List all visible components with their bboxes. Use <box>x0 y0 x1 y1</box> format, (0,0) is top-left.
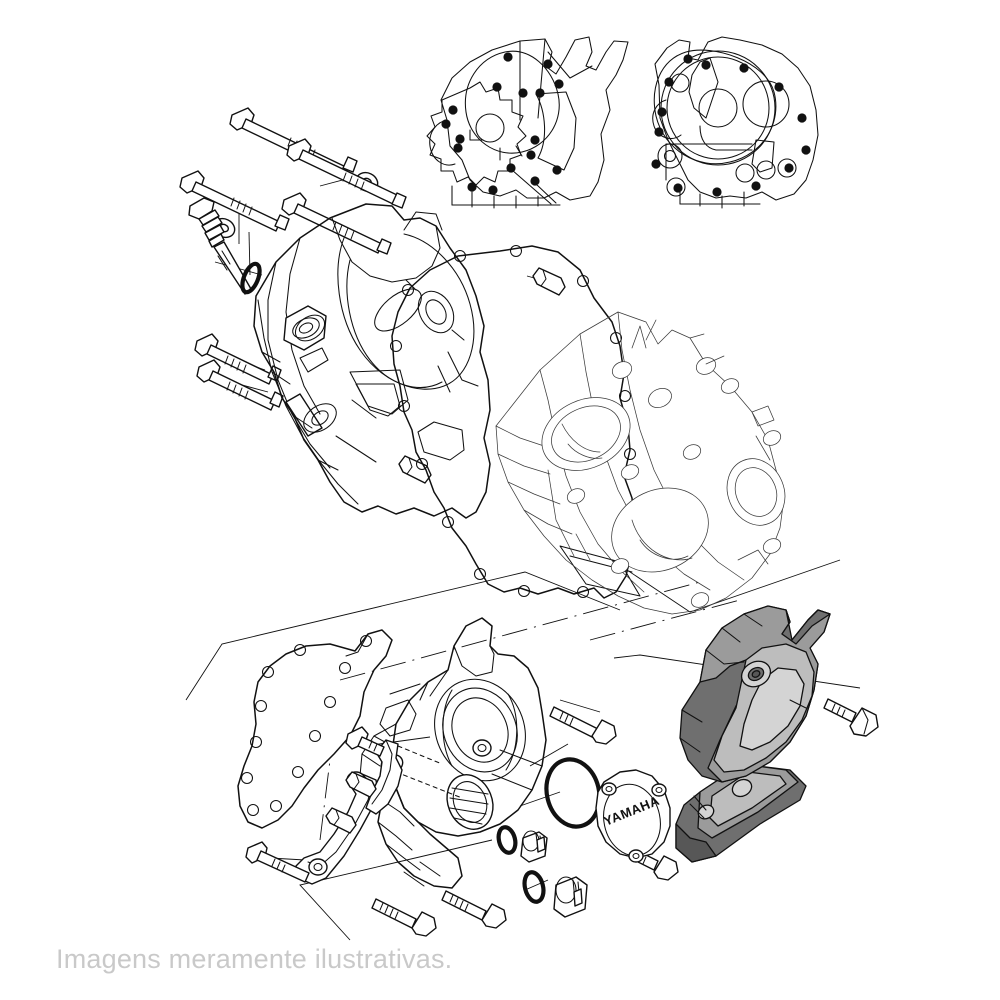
part-dowel-1 <box>532 267 566 296</box>
group-cover-guard <box>675 605 879 863</box>
part-plug-1 <box>520 830 548 863</box>
part-guard-bolt <box>823 698 879 737</box>
part-oring-gauge <box>240 261 262 295</box>
part-bolt-3 <box>286 138 407 209</box>
part-clip <box>365 739 403 815</box>
group-crankcase-body <box>495 311 786 615</box>
part-bolt-9 <box>549 706 617 745</box>
part-clutch-cover <box>253 203 491 519</box>
part-bolt-8 <box>441 890 507 929</box>
part-bolt-4 <box>281 192 392 255</box>
part-dowel-4 <box>325 807 357 834</box>
group-ref-case-left <box>426 36 629 209</box>
watermark-text: Imagens meramente ilustrativas. <box>56 944 453 974</box>
part-bolt-2 <box>179 170 290 232</box>
part-gen-gasket <box>237 629 393 829</box>
group-generator-cover-assembly: YAMAHA <box>237 617 679 937</box>
part-gen-cover <box>359 617 547 889</box>
bolt-location-dots-left <box>441 52 564 195</box>
part-dowel-3 <box>345 771 377 798</box>
bolt-location-dots-right <box>651 54 811 197</box>
group-clutch-cover-assembly <box>179 107 641 599</box>
part-oring-small-1 <box>496 825 518 855</box>
part-guide-screw <box>245 841 310 883</box>
group-leader-lines <box>185 177 861 941</box>
part-bolt-6 <box>196 359 284 411</box>
part-clip-bolt <box>345 726 385 757</box>
part-plug-2 <box>553 876 588 918</box>
part-oring-large <box>544 757 602 829</box>
part-bolt-5 <box>194 333 282 385</box>
part-bolt-7 <box>371 898 437 937</box>
group-ref-case-right <box>651 36 819 209</box>
part-oring-small-2 <box>522 870 546 904</box>
part-timing-cap: YAMAHA <box>595 769 671 863</box>
